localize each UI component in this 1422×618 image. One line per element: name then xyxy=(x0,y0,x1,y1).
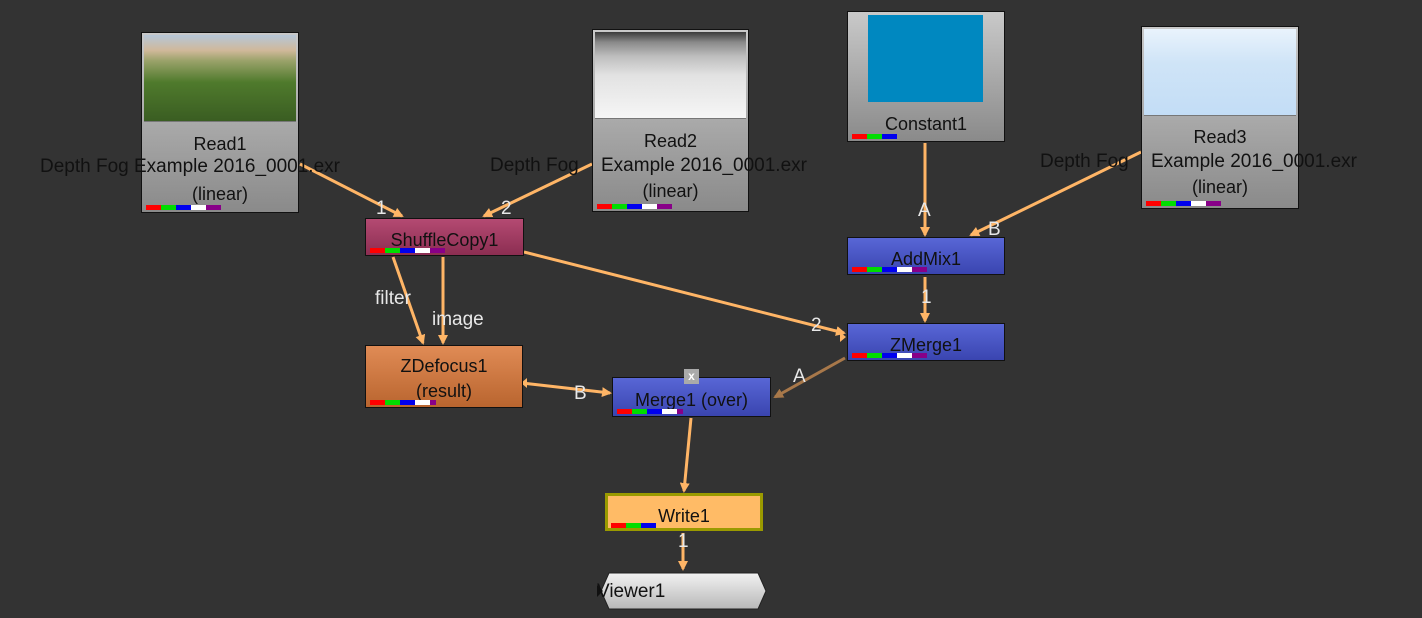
zmerge1-title: ZMerge1 xyxy=(889,335,963,355)
constant1-swatch xyxy=(868,15,983,102)
read3-file-label-right: Example 2016_0001.exr xyxy=(1151,151,1357,172)
read2-channel-bar xyxy=(597,204,672,209)
merge1-node[interactable]: Merge1 (over) xyxy=(612,377,771,417)
read1-node[interactable]: Read1 (linear) xyxy=(141,32,299,213)
wire-shuffle-zdefocus-filter xyxy=(391,256,426,345)
read1-file-label: Depth Fog Example 2016_0001.exr xyxy=(40,156,340,177)
constant1-channel-bar xyxy=(852,134,897,139)
viewer1-node[interactable]: Viewer1 xyxy=(597,572,767,610)
read2-file-label-right: Example 2016_0001.exr xyxy=(601,155,807,176)
wire-label-zmerge-2: 2 xyxy=(811,315,822,336)
wire-label-read2-input: 2 xyxy=(501,198,512,219)
read3-colorspace: (linear) xyxy=(1191,177,1248,197)
wire-label-merge-b: B xyxy=(574,383,587,404)
merge1-title: Merge1 (over) xyxy=(634,390,749,410)
wire-read2-shuffle xyxy=(482,162,593,218)
zdefocus1-title: ZDefocus1 xyxy=(400,356,488,376)
write1-node[interactable]: Write1 xyxy=(605,493,763,531)
shufflecopy1-node[interactable]: ShuffleCopy1 xyxy=(365,218,524,256)
constant1-node[interactable]: Constant1 xyxy=(847,11,1005,142)
read2-thumbnail xyxy=(595,32,746,119)
wire-label-image: image xyxy=(432,309,484,330)
read1-channel-bar xyxy=(146,205,221,210)
merge1-channel-bar xyxy=(617,409,683,414)
read1-colorspace: (linear) xyxy=(191,184,248,204)
write1-title: Write1 xyxy=(658,506,710,526)
zmerge1-channel-bar xyxy=(852,353,927,358)
wire-shuffle-zmerge xyxy=(523,250,846,336)
constant1-title: Constant1 xyxy=(884,114,968,134)
zdefocus1-channel-bar xyxy=(370,400,436,405)
zdefocus1-node[interactable]: ZDefocus1 (result) xyxy=(365,345,523,408)
merge1-disable-toggle[interactable]: x xyxy=(684,369,699,384)
read1-thumbnail xyxy=(144,35,296,122)
read3-node[interactable]: Read3 (linear) xyxy=(1141,26,1299,209)
wire-label-merge-a: A xyxy=(793,366,806,387)
viewer1-shape xyxy=(597,572,767,610)
read3-thumbnail xyxy=(1144,29,1296,116)
wire-label-addmix-a: A xyxy=(918,200,931,221)
wire-read3-addmix xyxy=(969,150,1142,237)
shufflecopy1-channel-bar xyxy=(370,248,445,253)
wire-label-filter: filter xyxy=(375,288,411,309)
read2-title: Read2 xyxy=(643,131,698,151)
wire-label-addmix-b: B xyxy=(988,219,1001,240)
shufflecopy1-title: ShuffleCopy1 xyxy=(390,230,499,250)
read3-title: Read3 xyxy=(1193,127,1247,147)
zdefocus1-subtitle: (result) xyxy=(415,381,472,401)
addmix1-channel-bar xyxy=(852,267,927,272)
addmix1-title: AddMix1 xyxy=(890,249,962,269)
read1-title: Read1 xyxy=(193,134,247,154)
viewer1-title: Viewer1 xyxy=(597,581,666,602)
read3-channel-bar xyxy=(1146,201,1221,206)
read3-file-label-left: Depth Fog xyxy=(1040,151,1129,172)
read2-node[interactable]: Read2 (linear) xyxy=(592,29,749,212)
wire-label-read1-input: 1 xyxy=(376,198,387,219)
wire-zdefocus-merge xyxy=(521,381,612,398)
read2-colorspace: (linear) xyxy=(642,181,699,201)
wire-label-zmerge-1: 1 xyxy=(921,287,932,308)
wire-merge-write xyxy=(679,417,693,493)
wire-label-viewer-1: 1 xyxy=(678,531,689,552)
read2-file-label-left: Depth Fog xyxy=(490,155,579,176)
zmerge1-node[interactable]: ZMerge1 xyxy=(847,323,1005,361)
wire-zmerge-merge xyxy=(773,356,846,399)
addmix1-node[interactable]: AddMix1 xyxy=(847,237,1005,275)
wire-read1-shuffle xyxy=(299,162,404,218)
write1-channel-bar xyxy=(611,523,656,528)
